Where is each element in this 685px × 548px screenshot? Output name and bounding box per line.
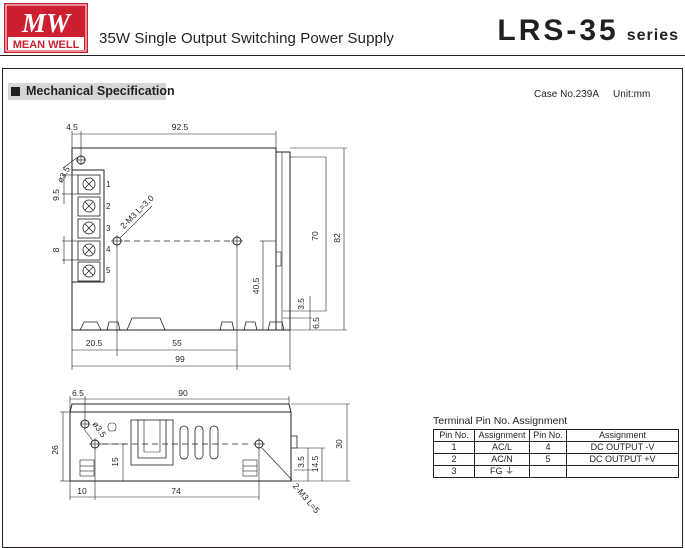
terminal-number: 3	[106, 224, 111, 233]
table-cell	[566, 465, 679, 478]
table-cell: AC/N	[474, 453, 530, 466]
dim-side-hole-diameter: ø3.5	[90, 419, 108, 439]
case-info: Case No.239A Unit:mm	[534, 89, 650, 100]
mean-well-logo: MW MEAN WELL	[4, 3, 88, 53]
dim-body-height: 70	[310, 231, 320, 241]
table-cell: FG ⏚	[474, 465, 530, 478]
dim-side-height-right: 30	[334, 439, 344, 449]
table-cell: AC/L	[474, 441, 530, 454]
dim-mount-screw: 2-M3 L=3.0	[118, 193, 156, 231]
column-header: Assignment	[566, 429, 679, 442]
top-view	[71, 147, 291, 331]
case-number: Case No.239A	[534, 89, 600, 100]
series-suffix: series	[626, 27, 679, 44]
dim-side-length: 90	[178, 388, 188, 398]
model-name: LRS-35	[497, 14, 619, 47]
screw-terminal-icon	[82, 177, 96, 278]
logo-wordmark: MEAN WELL	[13, 39, 80, 51]
dim-side-hole-left: 10	[77, 486, 87, 496]
dim-hole-diameter: ø3.5	[55, 164, 72, 184]
dim-edge-a: 3.5	[296, 298, 306, 310]
pin-table-title: Terminal Pin No. Assignment	[433, 415, 568, 427]
dim-hole-gap: 55	[172, 338, 182, 348]
dim-total-height: 82	[332, 233, 342, 243]
header-divider	[0, 55, 685, 56]
section-title-text: Mechanical Specification	[26, 84, 175, 98]
table-row: 2 AC/N 5 DC OUTPUT +V	[433, 453, 679, 466]
section-title: Mechanical Specification	[8, 83, 175, 100]
table-header-row: Pin No. Assignment Pin No. Assignment	[433, 429, 679, 442]
dim-side-hole-height: 15	[110, 457, 120, 467]
column-header: Pin No.	[529, 429, 567, 442]
column-header: Pin No.	[433, 429, 475, 442]
table-cell: 4	[529, 441, 567, 454]
dim-hole-height: 40.5	[251, 277, 261, 294]
table-row: 3 FG ⏚	[433, 465, 679, 478]
dim-hole-left: 20.5	[86, 338, 103, 348]
column-header: Assignment	[474, 429, 530, 442]
dim-left-offset: 4.5	[66, 122, 78, 132]
table-cell: DC OUTPUT -V	[566, 441, 679, 454]
terminal-number: 4	[106, 245, 111, 254]
terminal-number: 2	[106, 202, 111, 211]
dim-side-edge-b: 14.5	[310, 455, 320, 472]
dim-terminal-pitch-a: 9.5	[51, 189, 61, 201]
dim-edge-b: 6.5	[311, 317, 321, 329]
table-cell	[529, 465, 567, 478]
top-view-body	[71, 147, 291, 331]
dim-side-edge-a: 3.5	[296, 456, 306, 468]
table-cell: 1	[433, 441, 475, 454]
table-cell: 3	[433, 465, 475, 478]
table-cell: 5	[529, 453, 567, 466]
datasheet-header: MW MEAN WELL 35W Single Output Switching…	[0, 0, 685, 62]
logo-mark: MW	[21, 8, 72, 38]
table-cell: DC OUTPUT +V	[566, 453, 679, 466]
terminal-block	[71, 169, 105, 283]
table-cell: 2	[433, 453, 475, 466]
dim-total-length: 99	[175, 354, 185, 364]
dim-side-mount-screw: 2-M3 L=5	[291, 481, 322, 515]
pin-assignment-table: Pin No. Assignment Pin No. Assignment 1 …	[433, 429, 679, 478]
page-subtitle: 35W Single Output Switching Power Supply	[99, 30, 394, 47]
side-view-body	[69, 403, 292, 482]
dim-terminal-pitch-b: 8	[51, 247, 61, 252]
bullet-square-icon	[11, 87, 20, 96]
dim-side-hole-gap: 74	[171, 486, 181, 496]
terminal-number: 5	[106, 266, 111, 275]
terminal-number: 1	[106, 180, 111, 189]
unit-label: Unit:mm	[613, 89, 651, 100]
dim-hole-span: 92.5	[172, 122, 189, 132]
series-title: LRS-35 series	[497, 14, 679, 48]
table-row: 1 AC/L 4 DC OUTPUT -V	[433, 441, 679, 454]
side-view	[69, 403, 298, 482]
dim-side-height-left: 26	[50, 445, 60, 455]
dim-side-left-offset: 6.5	[72, 388, 84, 398]
